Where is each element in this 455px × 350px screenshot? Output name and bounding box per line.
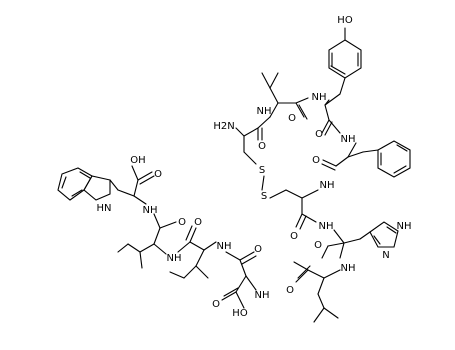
his-ring-nh-label: NH (397, 221, 412, 232)
leu-carbonyl-o: O (286, 285, 294, 296)
tyr-nh-label: NH (312, 92, 327, 103)
aspartate-residue (221, 251, 257, 309)
indole-nh-label: HN (97, 203, 112, 214)
n-terminal-cysteine (235, 116, 271, 165)
trp-acid-o: O (154, 169, 162, 180)
histidine-residue (321, 221, 399, 259)
trp-nh-label: NH (143, 205, 158, 216)
val-nh-label: NH (257, 106, 272, 117)
his-ring-n-label: N (382, 250, 389, 261)
phe-carbonyl-o: O (312, 155, 320, 166)
leucine-residue (293, 261, 341, 323)
cys-carbonyl-o: O (258, 141, 266, 152)
isoleucine-1-residue (169, 225, 217, 279)
his-carbonyl-o: O (314, 240, 322, 251)
valine-residue (261, 72, 309, 120)
sulfur-2: S (261, 191, 267, 202)
disulfide-bond (261, 175, 265, 191)
cys2-carbonyl-o: O (290, 231, 298, 242)
isoleucine-2-residue (117, 213, 177, 269)
ile1-carbonyl-o: O (194, 217, 202, 228)
asp-carbonyl-o: O (254, 244, 262, 255)
phe-nh-label: NH (341, 134, 356, 145)
trp-acid-oh: OH (130, 155, 145, 166)
cys-nh-label: NH (320, 180, 335, 191)
tyr-carbonyl-o: O (315, 129, 323, 140)
val-carbonyl-o: O (288, 113, 296, 124)
hydroxyl-label: HO (337, 15, 353, 26)
ile2-carbonyl-o: O (178, 217, 186, 228)
phenylalanine-residue (321, 140, 411, 178)
cysteine-2-residue (269, 189, 319, 230)
sulfur-1: S (259, 165, 265, 176)
amine-label: H2N (213, 121, 234, 132)
asp-acid-o: O (212, 299, 220, 310)
asp-nh-label: NH (255, 290, 270, 301)
ile1-nh-label: NH (217, 241, 232, 252)
his-nh-label: NH (319, 221, 334, 232)
leu-nh-label: NH (341, 263, 356, 274)
tryptophan-residue (57, 165, 155, 205)
asp-acid-oh: HO (232, 308, 248, 319)
tyrosine-backbone (321, 99, 341, 136)
ile2-nh-label: NH (167, 253, 182, 264)
tyrosine-phenol-ring (324, 27, 362, 106)
